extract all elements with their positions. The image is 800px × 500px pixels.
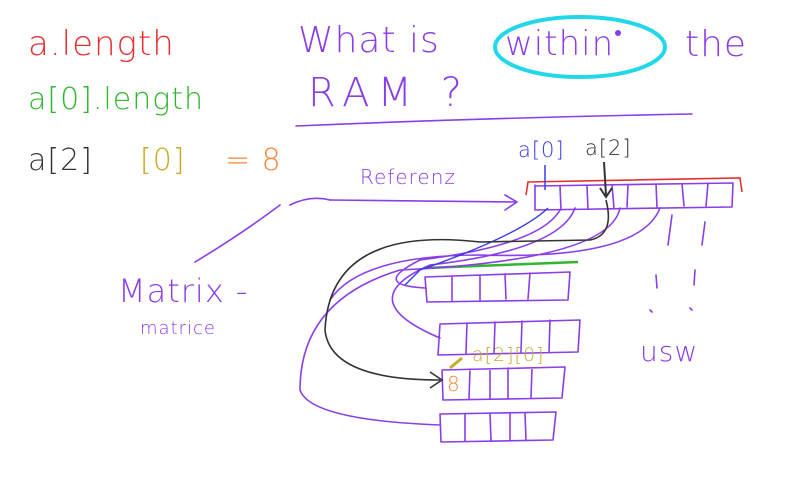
title-underline	[295, 113, 693, 127]
reference-array	[534, 182, 734, 211]
continuation-dashes	[649, 214, 706, 313]
reference-label: Referenz	[360, 165, 456, 189]
a2-curve	[324, 199, 610, 389]
cell-label: a[2][0]	[472, 344, 545, 366]
row-array-0	[424, 260, 579, 303]
reference-curves	[299, 207, 661, 426]
title-the: the	[685, 24, 748, 65]
reference-arrow	[329, 194, 518, 211]
circle-dot	[615, 30, 621, 36]
expr-col-index: [0]	[140, 143, 186, 178]
title-what-is: What is	[298, 20, 440, 61]
length-bracket	[525, 177, 743, 196]
matrix-pointer	[194, 197, 331, 263]
a0-curve	[404, 207, 549, 286]
matrix-label-2: matrice	[140, 318, 216, 339]
title-within: within	[505, 24, 615, 64]
cell-value: 8	[447, 372, 461, 396]
title-ram: RAM ?	[308, 70, 470, 116]
expr-value: = 8	[225, 143, 282, 178]
a0-length-note: a[0].length	[28, 82, 204, 117]
within-circle	[493, 15, 667, 79]
a0-label: a[0]	[518, 138, 565, 162]
expr-row-index: a[2]	[28, 143, 93, 178]
row-array-1	[437, 319, 581, 356]
row-array-2	[441, 366, 566, 401]
a-length-note: a.length	[28, 24, 175, 64]
a2-pointer	[599, 161, 613, 199]
a2-label: a[2]	[585, 136, 632, 160]
row-array-3	[439, 411, 557, 443]
etc-label: usw	[640, 335, 699, 368]
matrix-label: Matrix -	[118, 272, 249, 310]
cell-mark	[449, 356, 463, 370]
